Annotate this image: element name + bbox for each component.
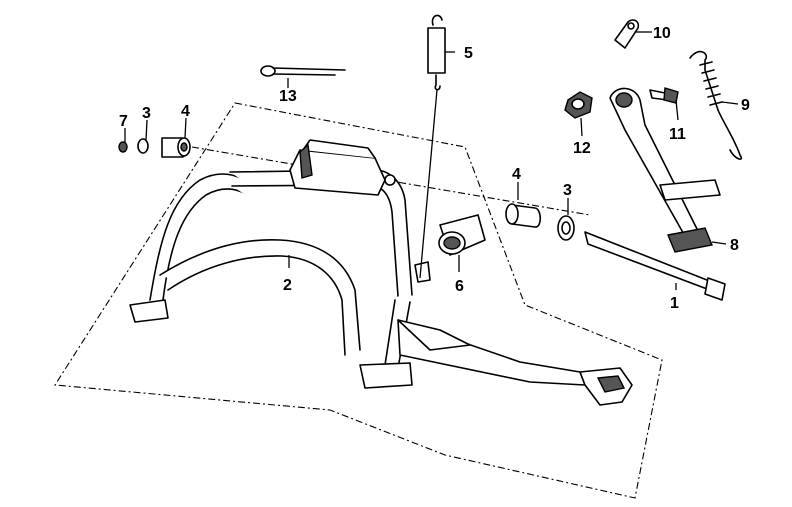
left-pivot-hardware bbox=[118, 137, 191, 158]
rubber-stop-6 bbox=[438, 214, 486, 256]
label-part-11: 11 bbox=[669, 126, 686, 143]
leader-lines bbox=[124, 31, 739, 290]
label-part-6: 6 bbox=[455, 278, 464, 295]
label-part-10: 10 bbox=[653, 25, 671, 42]
right-pivot-hardware bbox=[505, 203, 726, 301]
center-stand bbox=[129, 139, 633, 406]
label-part-8: 8 bbox=[730, 237, 739, 254]
label-part-12: 12 bbox=[573, 140, 591, 157]
label-part-3-left: 3 bbox=[142, 105, 151, 122]
side-stand-assembly bbox=[564, 19, 743, 253]
label-part-13: 13 bbox=[279, 88, 297, 105]
label-part-1: 1 bbox=[670, 295, 679, 312]
label-part-4-right: 4 bbox=[512, 166, 521, 183]
return-spring-5 bbox=[419, 14, 446, 279]
label-part-9: 9 bbox=[741, 97, 750, 114]
label-part-3-right: 3 bbox=[563, 182, 572, 199]
label-part-2: 2 bbox=[283, 277, 292, 294]
label-part-5: 5 bbox=[464, 45, 473, 62]
label-part-4-left: 4 bbox=[181, 103, 190, 120]
assembly-boundary bbox=[54, 102, 663, 499]
label-part-7: 7 bbox=[119, 113, 128, 130]
cotter-pin-13 bbox=[260, 65, 346, 77]
